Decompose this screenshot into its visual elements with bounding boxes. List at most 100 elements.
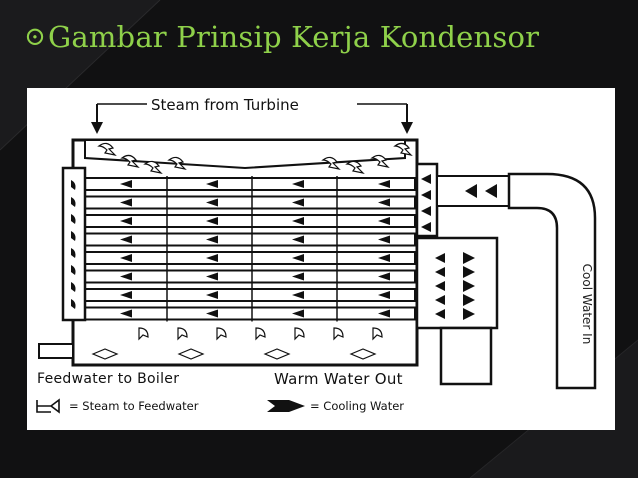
cooling-water-arrow-icon xyxy=(421,206,431,216)
cool-water-in-label: Cool Water In xyxy=(580,263,594,345)
cooling-water-arrow-icon xyxy=(378,217,390,225)
tube-row xyxy=(84,288,416,302)
steam-inlet-arrow-left xyxy=(91,122,103,134)
steam-arrow-icon xyxy=(345,160,365,174)
cooling-water-arrow-icon xyxy=(120,235,132,244)
cooling-water-arrow-icon xyxy=(206,217,218,225)
steam-arrow-icon xyxy=(120,154,140,168)
steam-arrow-icon xyxy=(143,160,163,174)
tube-row xyxy=(84,214,416,228)
cooling-water-arrow-icon xyxy=(463,308,475,320)
legend-steam-label: = Steam to Feedwater xyxy=(69,399,199,413)
steam-flow-arrow-icon xyxy=(71,282,76,292)
cooling-water-arrow-icon xyxy=(292,235,304,244)
cooling-water-arrow-icon xyxy=(378,254,390,262)
feedwater-outlet-pipe xyxy=(38,343,74,359)
steam-flow-arrow-icon xyxy=(71,299,76,309)
steam-baffle xyxy=(84,139,406,170)
slide-title: ⊙ Gambar Prinsip Kerja Kondensor xyxy=(24,20,539,54)
steam-arrow-icon xyxy=(372,327,383,341)
condenser-drawing xyxy=(36,103,597,414)
cooling-water-arrow-icon xyxy=(435,295,445,305)
cooling-water-arrow-icon xyxy=(463,280,475,292)
steam-arrow-icon xyxy=(349,348,377,360)
cooling-water-arrow-icon xyxy=(206,309,218,318)
cooling-water-arrow-icon xyxy=(421,190,431,200)
steam-arrow-icon xyxy=(177,348,205,360)
cooling-water-arrow-icon xyxy=(206,235,218,244)
cooling-water-arrow-icon xyxy=(378,291,390,299)
steam-arrow-icon xyxy=(97,142,117,156)
circle-dot-bullet-icon: ⊙ xyxy=(24,22,46,52)
steam-flow-arrow-icon xyxy=(71,265,76,275)
steam-flow-arrow-icon xyxy=(71,180,76,190)
steam-arrow-icon xyxy=(263,348,291,360)
cooling-water-arrow-icon xyxy=(292,198,304,207)
cooling-water-arrow-icon xyxy=(292,272,304,281)
cooling-water-arrow-icon xyxy=(378,235,390,244)
cooling-water-arrow-icon xyxy=(120,198,132,207)
steam-arrow-icon xyxy=(333,327,344,341)
cooling-water-arrow-icon xyxy=(378,272,390,281)
cooling-water-arrow-icon xyxy=(120,291,132,299)
cooling-water-arrow-icon xyxy=(292,180,304,188)
steam-flow-arrow-icon xyxy=(71,214,76,224)
cool-water-elbow-pipe xyxy=(507,172,597,390)
cooling-water-arrow-icon xyxy=(435,309,445,319)
tube-row xyxy=(84,232,416,247)
left-water-box xyxy=(61,166,87,322)
steam-flow-arrow-icon xyxy=(71,248,76,258)
steam-arrow-icon xyxy=(216,327,227,341)
cooling-water-arrow-icon xyxy=(378,198,390,207)
steam-inlet-arrow-right xyxy=(401,122,413,134)
cooling-water-arrow-icon xyxy=(421,222,431,232)
cooling-water-arrow-icon xyxy=(465,184,477,198)
steam-from-turbine-label: Steam from Turbine xyxy=(147,96,303,114)
cooling-water-arrow-icon xyxy=(435,253,445,263)
steam-arrow-icon xyxy=(370,154,390,168)
cooling-water-arrow-icon xyxy=(421,174,431,184)
steam-arrow-icon xyxy=(321,156,341,170)
legend-cooling-label: = Cooling Water xyxy=(310,399,405,413)
steam-arrow-icon xyxy=(177,327,188,341)
steam-arrow-icon xyxy=(138,327,149,341)
tube-row xyxy=(84,251,416,265)
steam-arrow-icon xyxy=(91,348,119,360)
cooling-water-arrow-icon xyxy=(120,217,132,225)
steam-arrow-icon xyxy=(294,327,305,341)
cooling-water-arrow-icon xyxy=(463,252,475,264)
lower-water-box xyxy=(415,236,499,330)
cooling-water-arrow-icon xyxy=(292,217,304,225)
cooling-water-arrow-icon xyxy=(378,309,390,318)
cooling-water-arrow-icon xyxy=(463,266,475,278)
cooling-water-arrow-icon xyxy=(435,267,445,277)
steam-arrow-icon xyxy=(393,142,413,156)
tube-row xyxy=(84,195,416,210)
steam-arrow-icon xyxy=(167,156,187,170)
cooling-water-arrow-icon xyxy=(206,180,218,188)
legend-steam-arrow-icon xyxy=(36,398,60,414)
cooling-water-arrow-icon xyxy=(206,291,218,299)
steam-flow-arrow-icon xyxy=(71,231,76,241)
cooling-water-arrow-icon xyxy=(435,281,445,291)
cooling-water-arrow-icon xyxy=(292,254,304,262)
cooling-water-arrow-icon xyxy=(120,309,132,318)
warm-water-out-pipe xyxy=(439,326,493,386)
cooling-water-arrow-icon xyxy=(206,272,218,281)
legend-cooling-arrow-icon xyxy=(267,400,305,412)
cooling-water-arrow-icon xyxy=(485,184,497,198)
cooling-water-arrow-icon xyxy=(206,254,218,262)
tube-row xyxy=(84,269,416,284)
steam-flow-arrow-icon xyxy=(71,197,76,207)
warm-water-out-label: Warm Water Out xyxy=(274,370,403,388)
slide-title-text: Gambar Prinsip Kerja Kondensor xyxy=(48,20,540,54)
cooling-water-arrow-icon xyxy=(120,272,132,281)
steam-arrow-icon xyxy=(255,327,266,341)
cooling-water-arrow-icon xyxy=(120,180,132,188)
cooling-water-arrow-icon xyxy=(292,309,304,318)
cooling-water-arrow-icon xyxy=(206,198,218,207)
condenser-diagram: Steam from Turbine Feedwater to Boiler W… xyxy=(27,88,615,430)
feedwater-to-boiler-label: Feedwater to Boiler xyxy=(37,371,180,387)
tube-row xyxy=(84,177,416,191)
cooling-water-arrow-icon xyxy=(120,254,132,262)
